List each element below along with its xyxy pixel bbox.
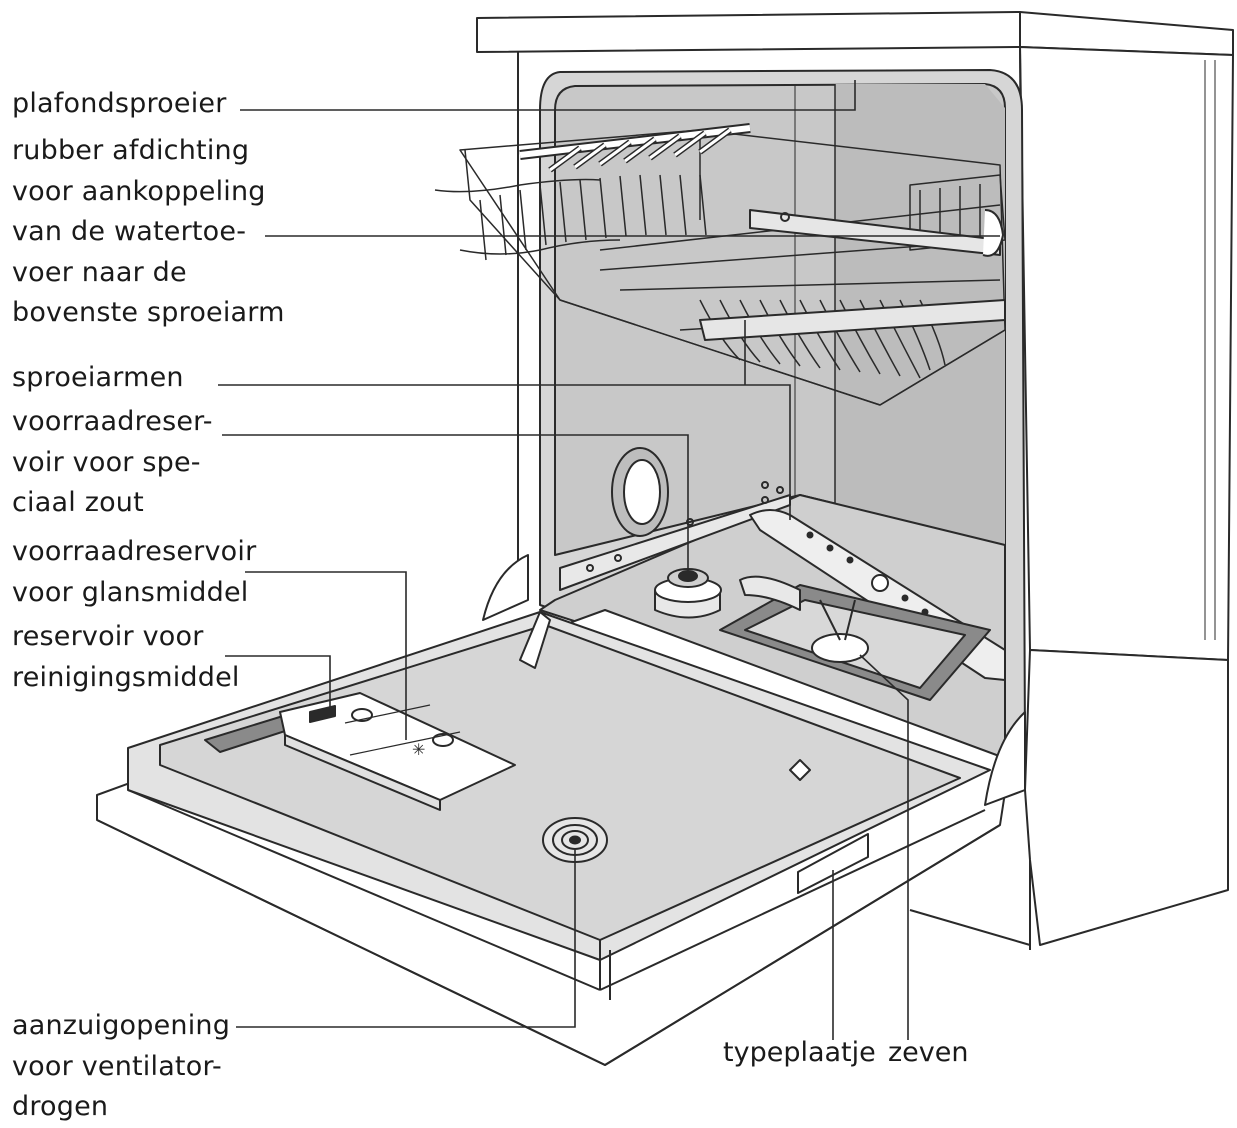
label-line: sproeiarmen — [12, 362, 184, 393]
svg-text:✳: ✳ — [412, 740, 425, 759]
leader-sproeiarmen — [218, 384, 791, 520]
label-line: voor ventilator- — [12, 1050, 222, 1082]
cabinet-side-panel — [909, 46, 1234, 950]
leader-aanzuigopening — [236, 850, 576, 1028]
label-line: ciaal zout — [12, 487, 144, 518]
leader-zoutreservoir — [222, 434, 689, 575]
label-reinigingsmiddel: reservoir voor reinigingsmiddel — [12, 617, 240, 698]
label-line: aanzuigopening — [12, 1010, 231, 1041]
leader-lines — [218, 80, 1000, 1040]
label-line: voor glansmiddel — [12, 576, 249, 608]
label-plafondsproeier: plafondsproeier — [12, 84, 227, 125]
salt-reservoir-cap — [654, 568, 722, 619]
leader-reinigingsmiddel — [225, 655, 331, 715]
door-hinges — [482, 554, 1026, 806]
label-glansmiddel: voorraadreservoir voor glansmiddel — [12, 532, 256, 613]
label-line: van de watertoe- — [12, 216, 247, 247]
label-line: voorraadreser- — [12, 406, 213, 437]
detergent-dispenser: ✳ — [204, 692, 516, 811]
upper-spray-arm — [699, 209, 1006, 341]
filter-sieves — [719, 575, 991, 701]
label-aanzuigopening: aanzuigopening voor ventilator- drogen — [12, 1006, 230, 1128]
type-plate — [797, 833, 869, 894]
worktop — [476, 11, 1234, 56]
label-line: reservoir voor — [12, 621, 204, 652]
label-typeplaatje: typeplaatje — [723, 1037, 876, 1068]
label-line: bovenste sproeiarm — [12, 297, 285, 328]
leader-plafondsproeier — [240, 80, 856, 111]
label-line: voer naar de — [12, 256, 187, 288]
label-line: voir voor spe- — [12, 446, 201, 478]
porthole — [611, 447, 669, 537]
leader-glansmiddel — [245, 571, 407, 740]
label-zeven: zeven — [888, 1037, 969, 1068]
leader-zeven — [859, 654, 909, 1040]
label-rubber-afdichting: rubber afdichting voor aankoppeling van … — [12, 131, 285, 334]
label-line: voor aankoppeling — [12, 175, 266, 207]
label-line: plafondsproeier — [12, 88, 227, 119]
label-line: rubber afdichting — [12, 135, 250, 166]
label-zoutreservoir: voorraadreser- voir voor spe- ciaal zout — [12, 402, 213, 524]
label-line: voorraadreservoir — [12, 536, 257, 567]
label-sproeiarmen: sproeiarmen — [12, 358, 184, 399]
label-line: drogen — [12, 1091, 109, 1122]
cup-shelf — [519, 123, 751, 173]
label-line: reinigingsmiddel — [12, 661, 240, 693]
